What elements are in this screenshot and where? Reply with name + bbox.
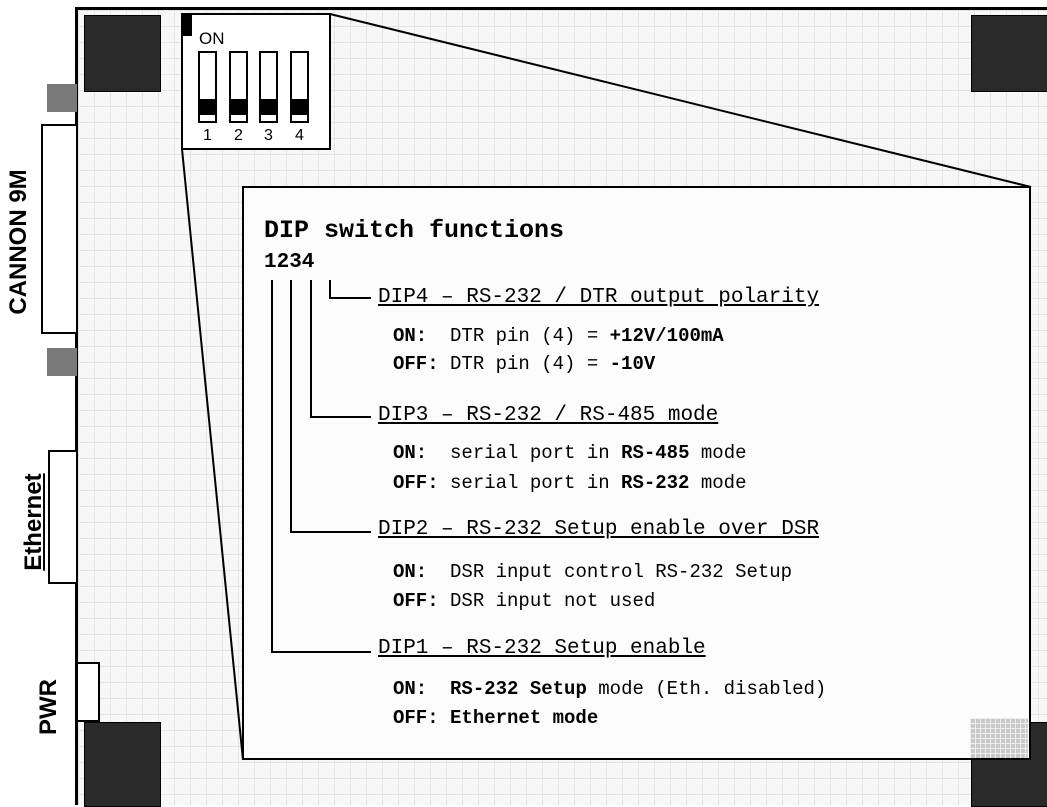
- dip-number-3: 3: [264, 127, 273, 144]
- cannon-9m-connector: [41, 124, 78, 334]
- dip3-on-key: ON:: [393, 442, 428, 464]
- dip3-off-text: serial port in: [438, 472, 622, 494]
- dip2-heading: DIP2 – RS-232 Setup enable over DSR: [378, 518, 820, 541]
- dip-on-label: ON: [199, 29, 225, 48]
- dip3-off-tail: mode: [689, 472, 747, 494]
- status-led-bottom: [47, 348, 77, 376]
- dip2-off-key: OFF:: [393, 590, 439, 612]
- dip-functions-panel: [242, 186, 1031, 760]
- dip4-on-bold: +12V/100mA: [609, 325, 724, 347]
- dip4-on-line: ON: DTR pin (4) = +12V/100mA: [393, 325, 724, 347]
- dip-switch-2: [229, 51, 248, 123]
- dip1-off-key: OFF:: [393, 707, 439, 729]
- power-connector: [76, 662, 100, 722]
- dip3-off-line: OFF: serial port in RS-232 mode: [393, 472, 746, 494]
- dip1-on-line: ON: RS-232 Setup mode (Eth. disabled): [393, 678, 826, 700]
- dip3-off-bold: RS-232: [621, 472, 690, 494]
- wire-dip2-vertical: [290, 280, 292, 532]
- wire-dip3-vertical: [310, 280, 312, 417]
- wire-dip3-horizontal: [310, 416, 371, 418]
- dip1-off-line: OFF: Ethernet mode: [393, 707, 598, 729]
- wire-dip1-horizontal: [271, 651, 371, 653]
- dip4-heading: DIP4 – RS-232 / DTR output polarity: [378, 286, 820, 309]
- dip4-off-key: OFF:: [393, 353, 439, 375]
- dip2-on-text: DSR input control RS-232 Setup: [427, 561, 793, 583]
- dip2-on-key: ON:: [393, 561, 428, 583]
- dip1-heading: DIP1 – RS-232 Setup enable: [378, 637, 706, 660]
- dip1-off-bold: Ethernet mode: [450, 707, 599, 729]
- dip3-on-bold: RS-485: [621, 442, 690, 464]
- wire-dip4-horizontal: [329, 297, 371, 299]
- dip1-on-key: ON:: [393, 678, 428, 700]
- dip-number-2: 2: [234, 127, 243, 144]
- dip4-off-line: OFF: DTR pin (4) = -10V: [393, 353, 655, 375]
- dip1-off-text: [439, 707, 450, 729]
- dip3-off-key: OFF:: [393, 472, 439, 494]
- dip4-on-key: ON:: [393, 325, 428, 347]
- dip-switch-3: [259, 51, 278, 123]
- dip1-on-tail: mode (Eth. disabled): [586, 678, 827, 700]
- dip2-off-text: DSR input not used: [438, 590, 656, 612]
- dip-switch-4: [290, 51, 309, 123]
- wire-dip2-horizontal: [290, 531, 371, 533]
- wire-dip1-vertical: [271, 280, 273, 652]
- wire-dip4-vertical: [329, 280, 331, 298]
- dip2-on-line: ON: DSR input control RS-232 Setup: [393, 561, 792, 583]
- dip3-on-tail: mode: [689, 442, 747, 464]
- hatched-pad: [970, 718, 1028, 758]
- dip-number-1: 1: [203, 127, 212, 144]
- dip4-off-bold: -10V: [609, 353, 656, 375]
- corner-pad-bottom-left: [84, 722, 161, 807]
- corner-pad-top-left: [84, 15, 161, 92]
- switch-knob-3: [261, 99, 276, 115]
- dip1-on-bold: RS-232 Setup: [450, 678, 587, 700]
- pin1-marker: [183, 15, 192, 36]
- dip4-on-text: DTR pin (4) =: [427, 325, 610, 347]
- dip-digits: 1234: [264, 251, 315, 274]
- ethernet-connector: [48, 450, 78, 584]
- dip4-off-text: DTR pin (4) =: [438, 353, 610, 375]
- switch-knob-2: [231, 99, 246, 115]
- switch-knob-1: [200, 99, 215, 115]
- dip-switch-1: [198, 51, 217, 123]
- dip2-off-line: OFF: DSR input not used: [393, 590, 655, 612]
- panel-title: DIP switch functions: [264, 216, 565, 245]
- switch-knob-4: [292, 99, 307, 115]
- status-led-top: [47, 84, 77, 112]
- dip-number-4: 4: [295, 127, 304, 144]
- dip3-on-line: ON: serial port in RS-485 mode: [393, 442, 747, 464]
- dip1-on-text: [427, 678, 450, 700]
- dip3-heading: DIP3 – RS-232 / RS-485 mode: [378, 404, 719, 427]
- corner-pad-top-right: [971, 15, 1047, 92]
- dip3-on-text: serial port in: [427, 442, 622, 464]
